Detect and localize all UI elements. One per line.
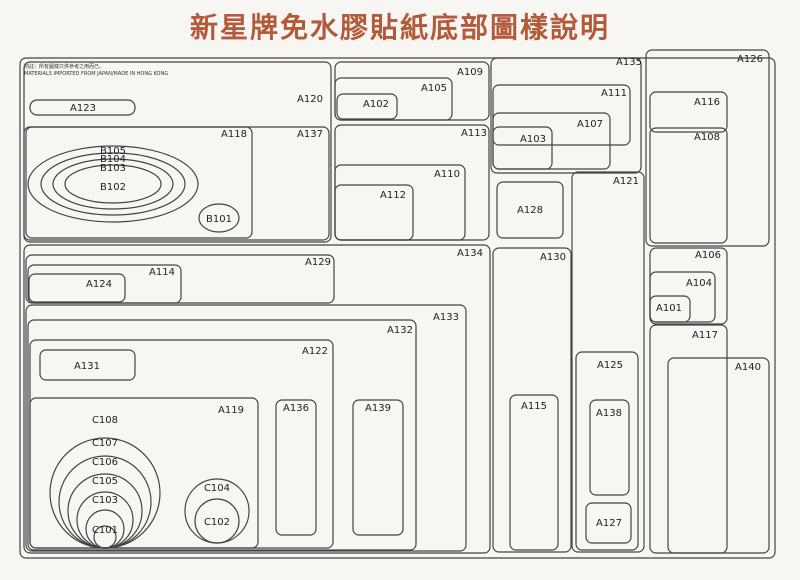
- label-c103: C103: [92, 495, 118, 506]
- label-a102: A102: [363, 99, 389, 110]
- label-a108: A108: [694, 132, 720, 143]
- label-a118: A118: [221, 129, 247, 140]
- shape-a113: [334, 124, 490, 241]
- shape-a138: [589, 399, 630, 496]
- shape-a129: [25, 254, 335, 304]
- shape-c102: [194, 498, 240, 544]
- shape-a132: [27, 319, 417, 551]
- label-a133: A133: [433, 312, 459, 323]
- shape-a128: [496, 181, 564, 239]
- label-a113: A113: [461, 128, 487, 139]
- shape-a136: [275, 399, 317, 536]
- label-a106: A106: [695, 250, 721, 261]
- label-a114: A114: [149, 267, 175, 278]
- label-a134: A134: [457, 248, 483, 259]
- label-a137: A137: [297, 129, 323, 140]
- shape-a120: [23, 61, 332, 243]
- shape-a127: [585, 502, 632, 544]
- label-a122: A122: [302, 346, 328, 357]
- shape-b105: [27, 145, 199, 223]
- shape-c101: [93, 525, 117, 549]
- shape-a118: [25, 126, 253, 239]
- shape-a115: [509, 394, 559, 551]
- shape-a102: [336, 93, 398, 120]
- shape-a126: [645, 49, 770, 247]
- shape-b102: [64, 164, 162, 204]
- label-a104: A104: [686, 278, 712, 289]
- label-a126: A126: [737, 54, 763, 65]
- label-a109: A109: [457, 67, 483, 78]
- shape-b101: [198, 203, 240, 233]
- label-a125: A125: [597, 360, 623, 371]
- label-a140: A140: [735, 362, 761, 373]
- shape-a119: [29, 397, 259, 549]
- label-a136: A136: [283, 403, 309, 414]
- label-a129: A129: [305, 257, 331, 268]
- shape-a121: [571, 171, 645, 553]
- note-chinese: 附註：所有圖樣只供參考之用而已。: [24, 64, 105, 70]
- label-a131: A131: [74, 361, 100, 372]
- shape-a131: [39, 349, 136, 381]
- shape-a124: [28, 273, 126, 303]
- label-b102: B102: [100, 182, 126, 193]
- shape-a114: [27, 264, 182, 304]
- label-c102: C102: [204, 517, 230, 528]
- shape-a134: [23, 244, 491, 554]
- label-a138: A138: [596, 408, 622, 419]
- shape-a101: [649, 295, 691, 323]
- label-a128: A128: [517, 205, 543, 216]
- label-c101: C101: [92, 525, 118, 536]
- label-a107: A107: [577, 119, 603, 130]
- shape-a140: [667, 357, 770, 554]
- note-english: MATERIALS IMPORTED FROM JAPAN/MADE IN HO…: [24, 71, 169, 77]
- shape-a123: [29, 99, 136, 116]
- label-c105: C105: [92, 476, 118, 487]
- label-a124: A124: [86, 279, 112, 290]
- label-a110: A110: [434, 169, 460, 180]
- label-a120: A120: [297, 94, 323, 105]
- label-a101: A101: [656, 303, 682, 314]
- label-b103: B103: [100, 163, 126, 174]
- shape-a125: [575, 351, 639, 551]
- shape-a111: [492, 84, 631, 146]
- shape-a133: [25, 304, 467, 552]
- shape-a135: [490, 57, 642, 174]
- label-a105: A105: [421, 83, 447, 94]
- shape-a116: [649, 91, 728, 133]
- shape-a130: [492, 247, 572, 553]
- shape-a117: [649, 324, 728, 554]
- label-a111: A111: [601, 88, 627, 99]
- shape-a137: [23, 126, 330, 241]
- outer-frame: [19, 57, 776, 559]
- shape-a139: [352, 399, 404, 536]
- label-a103: A103: [520, 134, 546, 145]
- label-b101: B101: [206, 214, 232, 225]
- label-c107: C107: [92, 438, 118, 449]
- shape-b103: [52, 158, 174, 210]
- label-a119: A119: [218, 405, 244, 416]
- label-b104: B104: [100, 154, 126, 165]
- label-a135: A135: [616, 57, 642, 68]
- label-c108: C108: [92, 415, 118, 426]
- label-a115: A115: [521, 401, 547, 412]
- label-a127: A127: [596, 518, 622, 529]
- shape-a105: [334, 77, 453, 121]
- chart-title: 新星牌免水膠貼紙底部圖樣說明: [189, 11, 610, 44]
- label-b105: B105: [100, 146, 126, 157]
- shape-b104: [40, 152, 186, 216]
- shape-a112: [334, 184, 414, 241]
- shape-a108: [649, 127, 728, 244]
- label-a123: A123: [70, 103, 96, 114]
- label-a130: A130: [540, 252, 566, 263]
- label-a116: A116: [694, 97, 720, 108]
- label-a117: A117: [692, 330, 718, 341]
- label-c106: C106: [92, 457, 118, 468]
- label-a121: A121: [613, 176, 639, 187]
- label-a139: A139: [365, 403, 391, 414]
- shape-a103: [492, 126, 553, 170]
- label-a112: A112: [380, 190, 406, 201]
- label-c104: C104: [204, 483, 230, 494]
- label-a132: A132: [387, 325, 413, 336]
